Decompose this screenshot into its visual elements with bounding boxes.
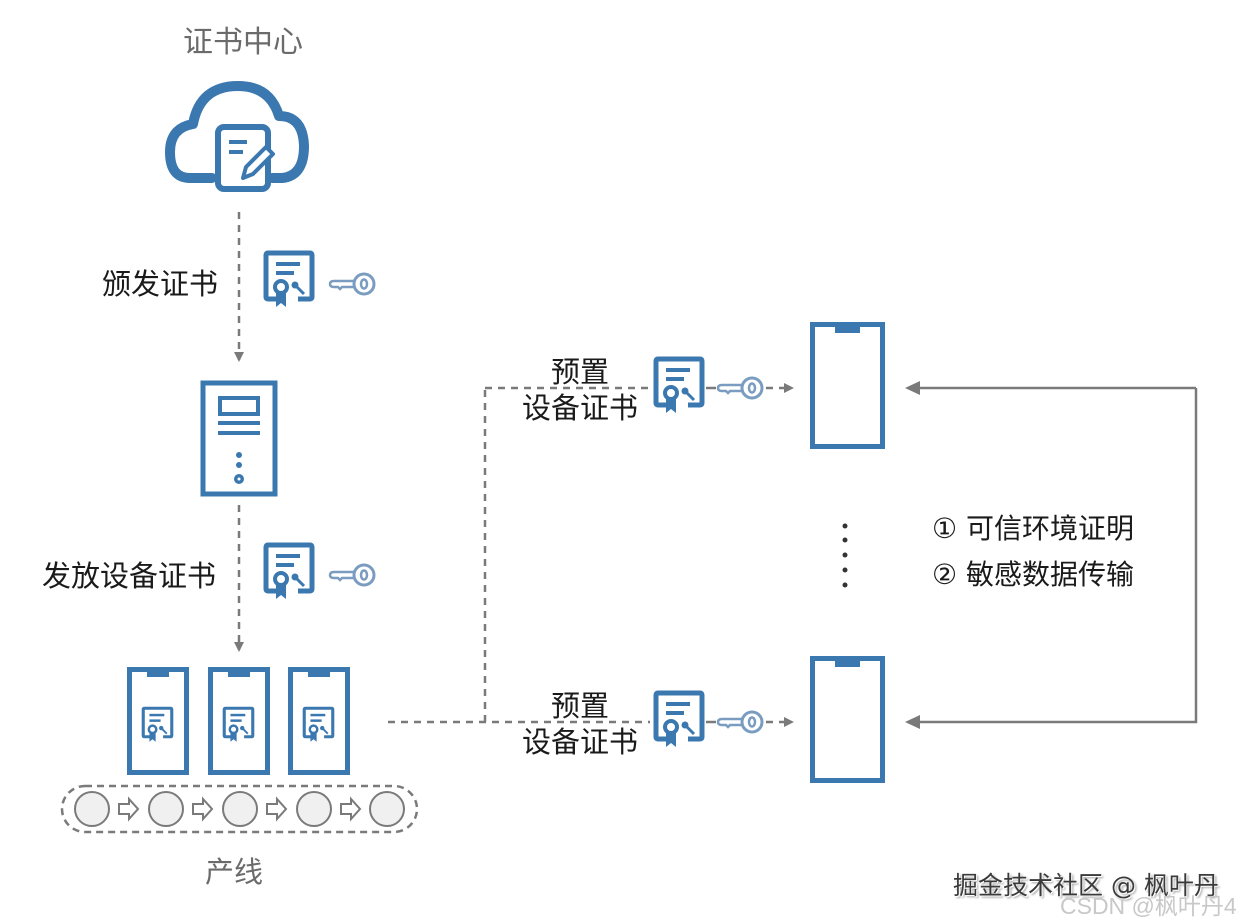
preset-label-line2: 设备证书 [521,725,638,760]
production-device-3 [291,669,348,773]
watermark-juejin: 掘金技术社区 @ 枫叶丹 [953,871,1219,900]
watermark-csdn: CSDN @枫叶丹4 [1060,893,1237,919]
edge-capabilities [905,381,1198,729]
certificate-icon [266,253,312,307]
production-device-1 [130,669,187,773]
key-icon [328,272,376,296]
certificate-icon [656,359,702,413]
device-phone-bottom [813,658,883,781]
preset-label-line1: 预置 [550,355,609,389]
key-icon [716,376,764,400]
preset-cert-label-bottom: 预置 设备证书 [518,688,642,761]
key-icon [328,563,376,587]
preset-cert-label-top: 预置 设备证书 [518,354,642,427]
certificate-icon [656,693,702,747]
issue-cert-label: 颁发证书 [102,267,219,301]
key-icon [716,710,764,734]
production-device-2 [211,669,268,773]
preset-label-line2: 设备证书 [521,391,638,426]
cert-center-label: 证书中心 [183,25,303,60]
distribute-device-cert-label: 发放设备证书 [42,559,217,593]
production-line-label: 产线 [205,855,264,889]
preset-label-line1: 预置 [550,689,609,723]
server-icon [200,380,278,497]
ellipsis-dots [842,523,848,588]
cloud-cert-center-icon [165,81,309,192]
capability-trusted-env: ① 可信环境证明 [932,512,1135,545]
capability-sensitive-data: ② 敏感数据传输 [932,558,1135,591]
device-phone-top [813,324,883,447]
edge-preset-cert [388,383,794,727]
production-line-conveyor [60,784,419,834]
certificate-icon [266,545,312,599]
